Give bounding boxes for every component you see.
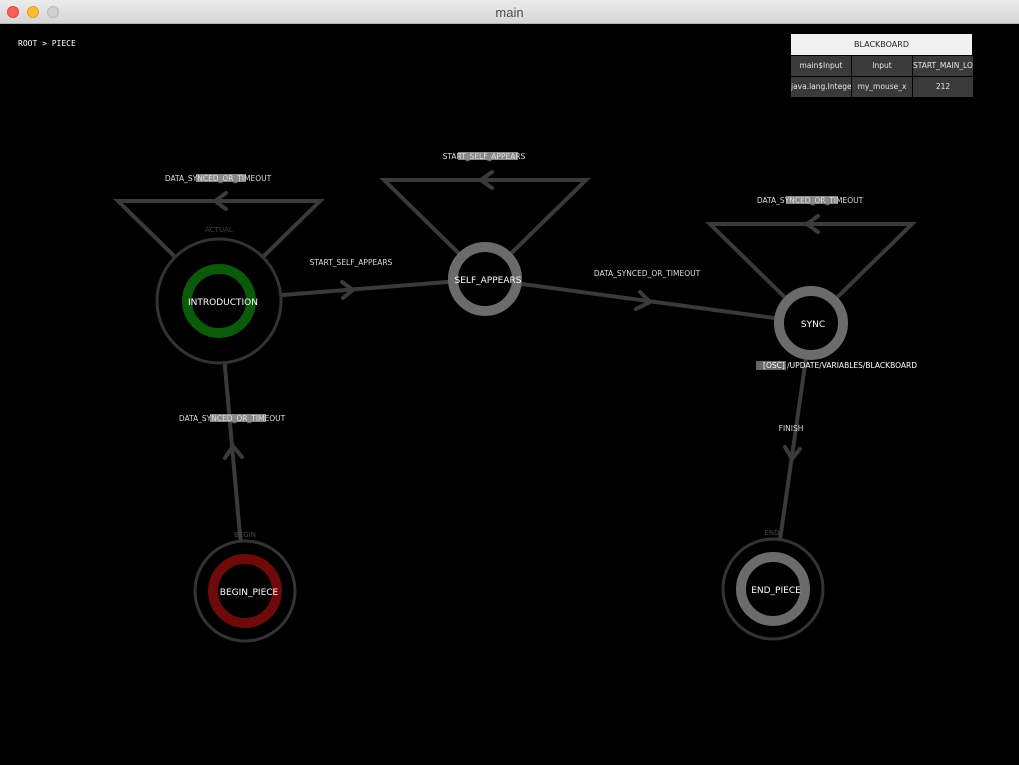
state-end-piece[interactable]: END_PIECE END [721,529,825,641]
edge-arrowhead [340,280,357,300]
loop-arrowhead [211,191,228,211]
state-diagram: INTRODUCTION ACTUAL SELF_APPEARS SYNC BE… [113,152,917,643]
breadcrumb: ROOT > PIECE [18,39,76,48]
state-tag: ACTUAL [205,226,233,234]
self-loop-sync[interactable] [705,222,917,326]
blackboard-cell: Input [852,56,912,76]
edge-label-intro-to-self: START_SELF_APPEARS [310,258,393,267]
blackboard-cell: main$Input [791,56,851,76]
zoom-window-button[interactable] [47,6,59,18]
state-label: INTRODUCTION [188,298,258,308]
loop-label-introduction: DATA_SYNCED_OR_TIMEOUT [165,174,272,183]
state-label: END_PIECE [751,586,801,596]
self-loop-self-appears[interactable] [379,178,591,282]
blackboard-row: java.lang.Integer my_mouse_x 212 [791,77,974,97]
close-window-button[interactable] [7,6,19,18]
state-sync[interactable]: SYNC [774,286,848,360]
state-tag: BEGIN [234,531,256,539]
loop-label-sync: DATA_SYNCED_OR_TIMEOUT [757,196,864,205]
window-titlebar: main [0,0,1019,24]
state-tag: END [764,529,779,537]
loop-label-self-appears: START_SELF_APPEARS [443,152,526,161]
state-label: SYNC [801,320,825,330]
blackboard-cell: my_mouse_x [852,77,912,97]
state-label: SELF_APPEARS [455,276,522,286]
state-self-appears[interactable]: SELF_APPEARS [448,242,522,316]
blackboard-panel: BLACKBOARD main$Input Input START_MAIN_L… [791,34,974,97]
label-backdrop [756,361,786,370]
blackboard-row: main$Input Input START_MAIN_LOOP [791,56,974,76]
osc-label-sync: [OSC] /UPDATE/VARIABLES/BLACKBOARD [763,361,917,370]
blackboard-cell: java.lang.Integer [791,77,851,97]
blackboard-title: BLACKBOARD [791,34,972,55]
minimize-window-button[interactable] [27,6,39,18]
blackboard-cell: START_MAIN_LOOP [913,56,973,76]
state-begin-piece[interactable]: BEGIN_PIECE BEGIN [193,531,297,643]
blackboard-cell: 212 [913,77,973,97]
loop-arrowhead [477,170,494,190]
label-backdrop [196,174,246,182]
state-introduction[interactable]: INTRODUCTION ACTUAL [155,226,283,365]
loop-arrowhead [803,214,820,234]
label-backdrop [786,196,838,204]
edge-arrowhead [223,442,244,460]
label-backdrop [458,152,518,160]
edge-label-begin-to-intro: DATA_SYNCED_OR_TIMEOUT [179,414,286,423]
state-machine-canvas[interactable]: ROOT > PIECE BLACKBOARD main$Input Input… [0,24,1019,765]
window-title: main [495,5,524,20]
edge-label-self-to-sync: DATA_SYNCED_OR_TIMEOUT [594,269,701,278]
edge-arrowhead [783,445,802,463]
state-label: BEGIN_PIECE [220,588,279,598]
self-loop-introduction[interactable] [113,199,325,303]
edge-label-sync-to-end: FINISH [779,424,804,433]
edge-arrowhead [634,290,654,311]
label-backdrop [210,414,266,422]
